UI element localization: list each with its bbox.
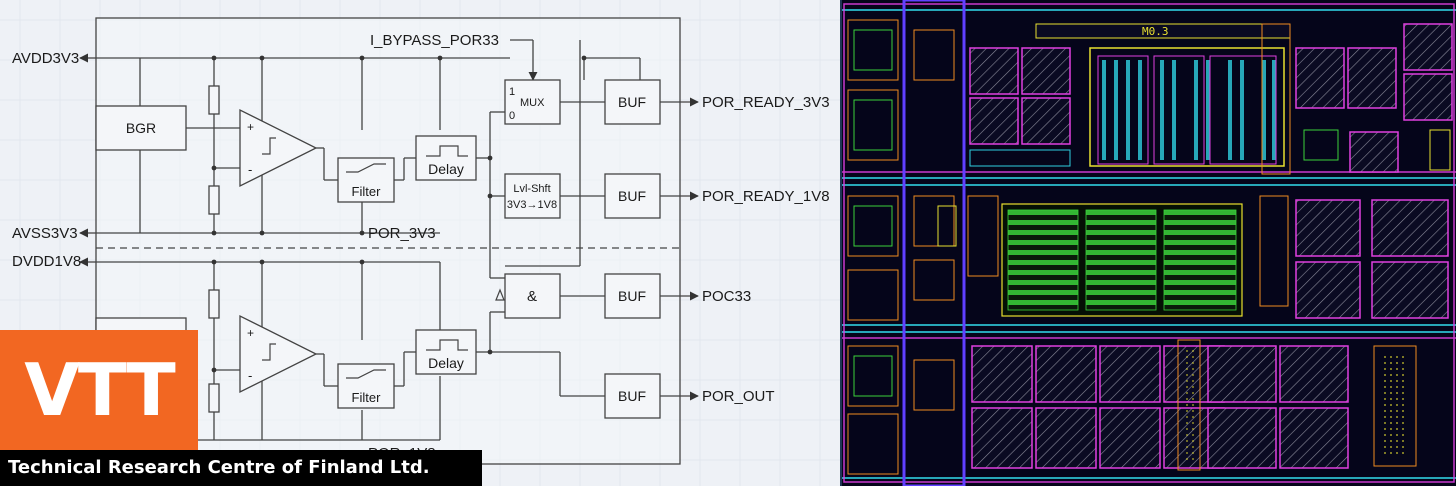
por-out-label: POR_OUT [702, 388, 775, 405]
dvdd-label: DVDD1V8 [12, 253, 81, 270]
and-gate-label: & [527, 288, 537, 305]
bgr-block-label: BGR [126, 120, 156, 136]
buf-label-3: BUF [618, 288, 646, 304]
por-ready-3v3-label: POR_READY_3V3 [702, 94, 830, 111]
lvlshft-label-2: 3V3→1V8 [507, 199, 557, 211]
bypass-label: I_BYPASS_POR33 [370, 32, 499, 49]
chip-layout-image: M0.3 [842, 0, 1456, 486]
filter-block-lower-label: Filter [352, 390, 382, 405]
poc33-label: POC33 [702, 288, 751, 305]
mux-in0-label: 0 [509, 110, 515, 122]
mux-block-label: MUX [520, 97, 545, 109]
filter-block-label: Filter [352, 184, 382, 199]
delay-block-lower-label: Delay [428, 355, 464, 371]
layout-top-label: M0.3 [1142, 25, 1169, 38]
avss-label: AVSS3V3 [12, 225, 78, 242]
por-ready-1v8-label: POR_READY_1V8 [702, 188, 830, 205]
buf-label-2: BUF [618, 188, 646, 204]
comparator-lower-plus-label: + [247, 326, 254, 340]
lvlshft-label-1: Lvl-Shft [513, 183, 550, 195]
avdd-label: AVDD3V3 [12, 50, 79, 67]
domain-upper-label: POR_3V3 [368, 225, 436, 242]
vtt-logo: VTT [24, 348, 176, 432]
por-schematic: AVDD3V3 AVSS3V3 DVDD1V8 I_BYPASS_POR33 P… [0, 0, 840, 486]
comparator-lower-minus-label: - [248, 368, 252, 383]
comparator-plus-label: + [247, 120, 254, 134]
vtt-logo-box: VTT [0, 330, 198, 450]
buf-label-4: BUF [618, 388, 646, 404]
buf-label-1: BUF [618, 94, 646, 110]
comparator-minus-label: - [248, 162, 252, 177]
delay-block-label: Delay [428, 161, 464, 177]
organization-caption: Technical Research Centre of Finland Ltd… [0, 450, 482, 486]
mux-in1-label: 1 [509, 86, 515, 98]
